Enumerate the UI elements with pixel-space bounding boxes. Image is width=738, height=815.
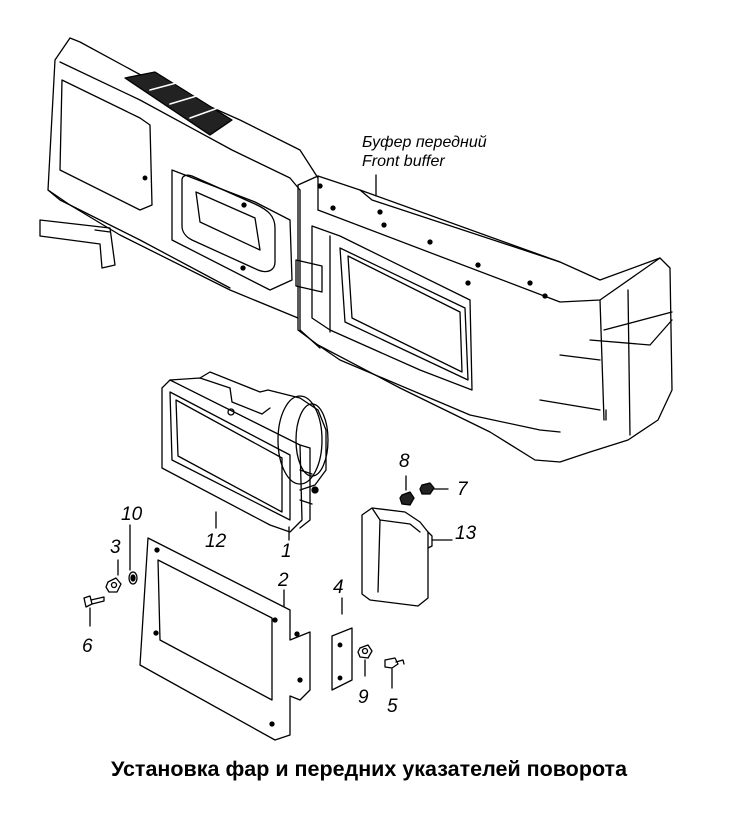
callout-9: 9 (358, 687, 369, 708)
callout-13: 13 (455, 523, 477, 544)
front-buffer-label-en: Front buffer (362, 153, 445, 171)
callout-5: 5 (387, 696, 398, 717)
callout-8: 8 (399, 451, 410, 472)
front-buffer (39, 37, 673, 463)
callout-2: 2 (278, 570, 289, 591)
diagram-caption: Установка фар и передних указателей пово… (110, 757, 628, 781)
front-buffer-label: Буфер передний Front buffer (362, 133, 487, 171)
fasteners (83, 475, 449, 689)
callout-3: 3 (110, 537, 121, 558)
headlight-frame (139, 537, 311, 741)
turn-signal-lamp (361, 507, 453, 607)
front-buffer-label-ru: Буфер передний (362, 134, 487, 151)
callout-6: 6 (82, 636, 93, 657)
callout-12: 12 (205, 531, 227, 552)
callout-1: 1 (281, 541, 292, 562)
callout-7: 7 (457, 479, 468, 500)
headlight-unit (161, 371, 329, 541)
callout-10: 10 (121, 504, 143, 525)
callout-4: 4 (333, 577, 344, 598)
mounting-plate (331, 597, 353, 691)
